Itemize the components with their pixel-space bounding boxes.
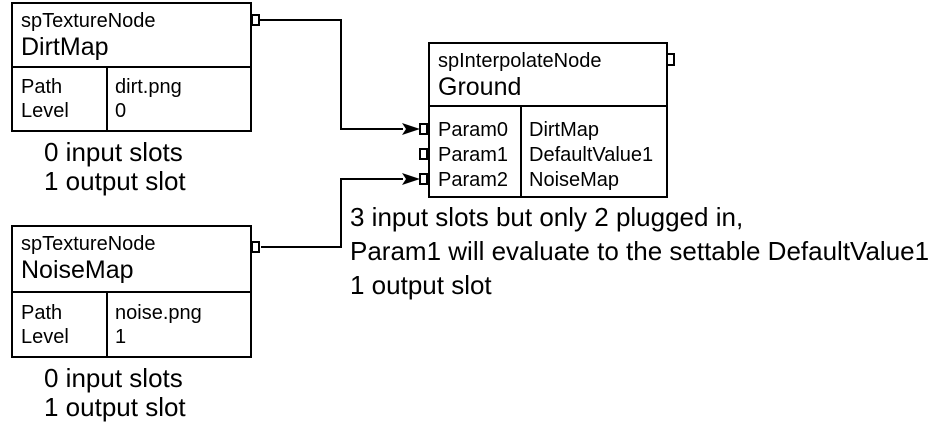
- property-value: noise.png: [115, 302, 202, 324]
- caption-line: 3 input slots but only 2 plugged in,: [350, 202, 744, 232]
- caption-line: 1 output slot: [350, 270, 492, 300]
- node-noisemap: spTextureNode NoiseMap Path Level noise.…: [11, 225, 252, 358]
- ground-caption: 3 input slots but only 2 plugged in, Par…: [350, 200, 929, 302]
- node-dirtmap-header: spTextureNode DirtMap: [13, 4, 250, 68]
- node-dirtmap: spTextureNode DirtMap Path Level dirt.pn…: [11, 2, 252, 132]
- noisemap-output-slot: [251, 241, 260, 253]
- node-noisemap-properties-table: Path Level noise.png 1: [13, 293, 250, 356]
- wire-noisemap-to-ground-param2: [261, 178, 403, 248]
- node-dirtmap-type-label: spTextureNode: [21, 10, 156, 32]
- node-ground-params-table: Param0 Param1 Param2 DirtMap DefaultValu…: [430, 107, 666, 196]
- node-noisemap-name-label: NoiseMap: [21, 256, 134, 284]
- wire-dirtmap-to-ground-param0: [260, 19, 403, 130]
- caption-line: Param1 will evaluate to the settable Def…: [350, 236, 930, 266]
- arrowhead-param0-icon: [402, 123, 420, 135]
- dirtmap-caption: 0 input slots 1 output slot: [44, 138, 186, 196]
- property-value: 1: [115, 326, 127, 348]
- dirtmap-output-slot: [251, 14, 260, 26]
- property-key: Level: [21, 326, 69, 348]
- param-key: Param1: [438, 144, 509, 166]
- param-key: Param0: [438, 119, 509, 141]
- node-noisemap-type-label: spTextureNode: [21, 233, 156, 255]
- node-dirtmap-name-label: DirtMap: [21, 33, 109, 61]
- node-dirtmap-properties-table: Path Level dirt.png 0: [13, 68, 250, 130]
- arrowhead-param2-icon: [402, 173, 420, 185]
- property-value: dirt.png: [115, 76, 182, 98]
- node-ground-header: spInterpolateNode Ground: [430, 44, 666, 107]
- node-ground-type-label: spInterpolateNode: [438, 50, 602, 72]
- property-key: Path: [21, 76, 63, 98]
- caption-line: 1 output slot: [44, 166, 186, 196]
- param-value: DirtMap: [529, 119, 600, 141]
- param-key: Param2: [438, 169, 509, 191]
- ground-input-slot-param1: [419, 148, 428, 160]
- property-key: Level: [21, 100, 69, 122]
- param-value: DefaultValue1: [529, 144, 654, 166]
- ground-input-slot-param2: [419, 173, 428, 185]
- caption-line: 0 input slots: [44, 137, 183, 167]
- caption-line: 1 output slot: [44, 392, 186, 422]
- ground-input-slot-param0: [419, 123, 428, 135]
- property-value: 0: [115, 100, 127, 122]
- ground-output-slot: [666, 53, 675, 66]
- node-noisemap-header: spTextureNode NoiseMap: [13, 227, 250, 293]
- caption-line: 0 input slots: [44, 363, 183, 393]
- param-value: NoiseMap: [529, 169, 620, 191]
- node-ground: spInterpolateNode Ground Param0 Param1 P…: [428, 42, 668, 198]
- property-key: Path: [21, 302, 63, 324]
- node-ground-name-label: Ground: [438, 73, 522, 101]
- noisemap-caption: 0 input slots 1 output slot: [44, 364, 186, 422]
